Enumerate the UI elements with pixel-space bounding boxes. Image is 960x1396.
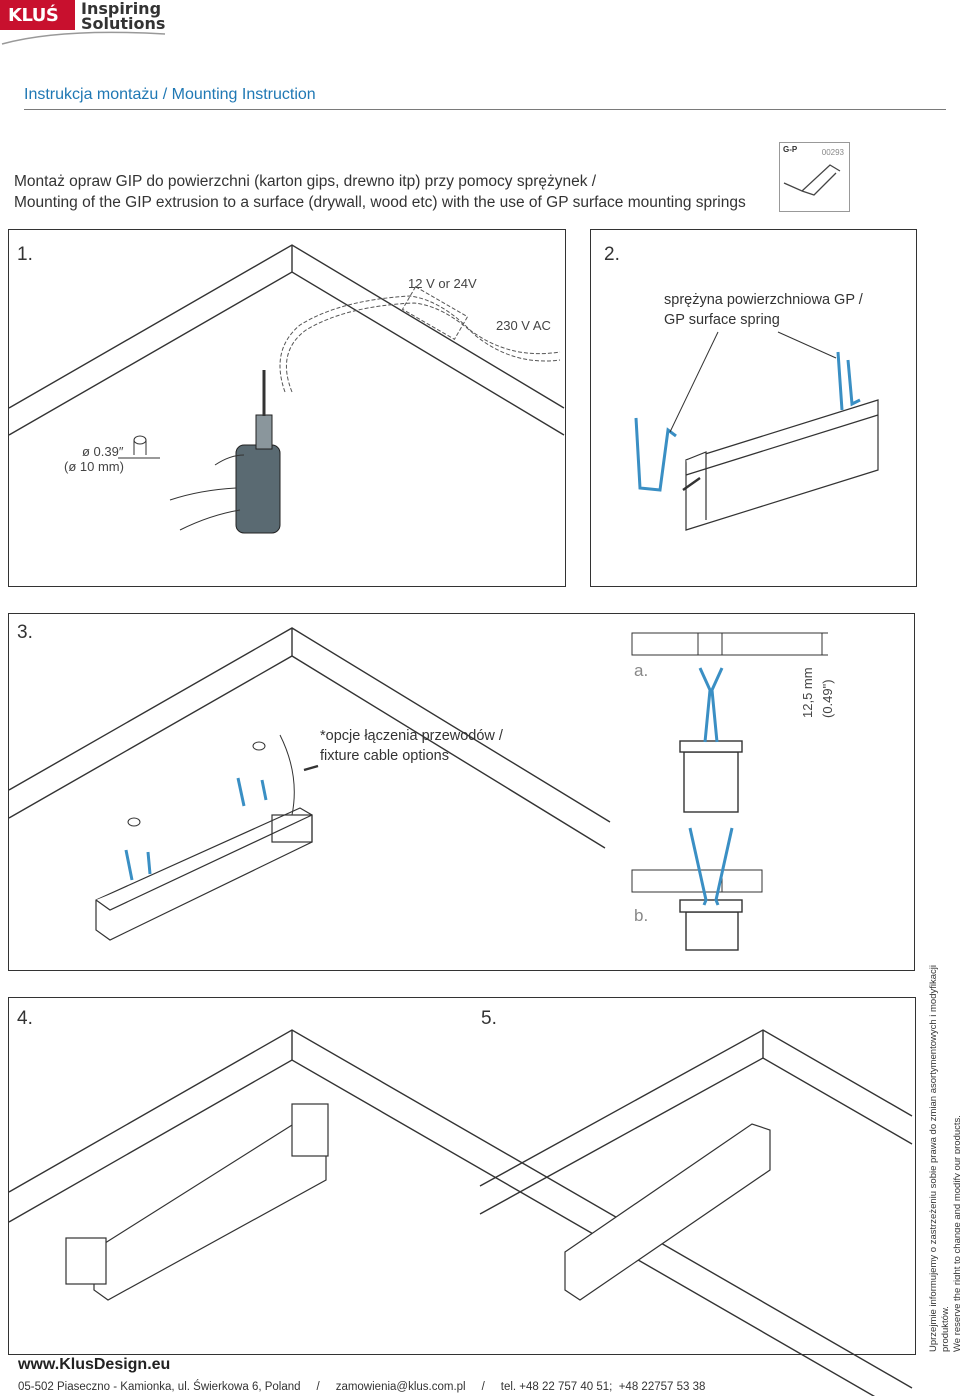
- spring-label: sprężyna powierzchniowa GP / GP surface …: [664, 290, 863, 330]
- cable-end-icon: [127, 734, 319, 827]
- cable-options-en: fixture cable options: [320, 748, 449, 764]
- heading-line-en: Mounting of the GIP extrusion to a surfa…: [14, 194, 746, 211]
- heading-line-pl: Montaż opraw GIP do powierzchni (karton …: [14, 173, 597, 190]
- brand-logo: KLUŚ: [0, 0, 75, 30]
- voltage-low-label: 12 V or 24V: [408, 276, 477, 291]
- spring-thumbnail-icon: [783, 164, 841, 196]
- drill-icon: [169, 370, 281, 534]
- drill-size-mm-label: (ø 10 mm): [64, 459, 124, 474]
- detail-b-profile: [679, 899, 743, 951]
- step-4-5-panel: [8, 997, 916, 1355]
- step-2-profile: [685, 399, 879, 531]
- header-swoosh: [1, 31, 166, 45]
- brand-tagline-line1: Inspiring: [81, 0, 162, 18]
- instruction-heading: Montaż opraw GIP do powierzchni (karton …: [14, 171, 746, 213]
- step-3-number: 3.: [17, 622, 33, 643]
- step-5-profile: [564, 1123, 771, 1301]
- footer-address: 05-502 Piaseczno - Kamionka, ul. Świerko…: [18, 1381, 706, 1393]
- thickness-mm-label: 12,5 mm: [800, 667, 815, 718]
- step-4-ceiling: [8, 1029, 913, 1396]
- step-4-number: 4.: [17, 1008, 33, 1029]
- brand-tagline: Inspiring Solutions: [81, 0, 166, 33]
- leader-lines: [669, 331, 837, 491]
- disclaimer-note: Uprzejmie informujemy o zastrzeżeniu sob…: [928, 922, 960, 1352]
- brand-logo-text: KLUŚ: [8, 5, 59, 26]
- drywall-section-b: [631, 869, 763, 893]
- variant-b-label: b.: [634, 906, 649, 925]
- thickness-dimension: [816, 632, 828, 656]
- step-3-ceiling: [8, 627, 611, 849]
- spring-label-pl: sprężyna powierzchniowa GP /: [664, 292, 863, 308]
- thickness-in-label: (0.49"): [820, 679, 835, 718]
- voltage-high-label: 230 V AC: [496, 318, 551, 333]
- spring-label-en: GP surface spring: [664, 312, 780, 328]
- title-divider: [24, 109, 946, 110]
- variant-a-label: a.: [634, 661, 649, 680]
- product-badge-code: 00293: [821, 148, 844, 157]
- page-title: Instrukcja montażu / Mounting Instructio…: [24, 86, 316, 103]
- step-1-number: 1.: [17, 244, 33, 265]
- brand-tagline-line2: Solutions: [81, 14, 166, 33]
- step-2-number: 2.: [604, 244, 620, 265]
- drill-size-label: ø 0.39″: [82, 444, 124, 459]
- step-1-ceiling: [8, 244, 565, 436]
- detail-b-spring: [688, 827, 734, 906]
- footer-website-link[interactable]: www.KlusDesign.eu: [18, 1356, 171, 1373]
- detail-a-profile: [679, 740, 743, 813]
- cable-options-pl: *opcje łączenia przewodów /: [320, 728, 503, 744]
- product-badge-label: G-P: [783, 145, 798, 154]
- step-1-cable: [279, 286, 561, 393]
- cable-options-label: *opcje łączenia przewodów / fixture cabl…: [320, 726, 503, 766]
- step-5-number: 5.: [481, 1008, 497, 1029]
- disclaimer-pl: Uprzejmie informujemy o zastrzeżeniu sob…: [928, 964, 951, 1352]
- step-3-profile: [95, 807, 313, 941]
- product-badge: G-P 00293: [779, 142, 850, 212]
- detail-a-spring: [698, 667, 724, 743]
- drill-hole-icon: [118, 435, 160, 459]
- step-5-ceiling: [479, 1029, 913, 1215]
- spring-icon: [634, 351, 861, 492]
- step-3-springs: [124, 777, 268, 881]
- step-1-panel: [8, 229, 566, 587]
- step-4-profile: [65, 1103, 329, 1301]
- disclaimer-en: We reserve the right to change and modif…: [952, 1115, 960, 1352]
- drywall-section-a: [631, 632, 823, 656]
